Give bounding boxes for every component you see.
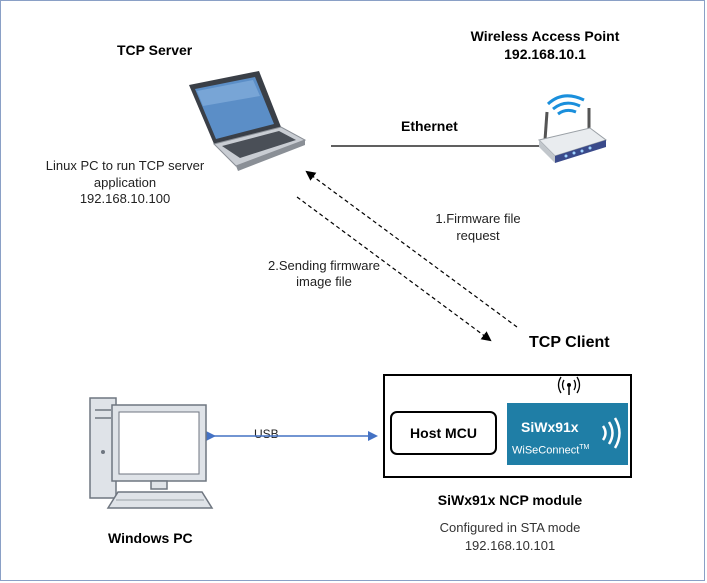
step2-arrow bbox=[296, 196, 492, 342]
host-mcu-label: Host MCU bbox=[410, 425, 477, 441]
siwx91x-chip: SiWx91x WiSeConnectTM bbox=[507, 403, 628, 465]
step1-arrow bbox=[305, 170, 518, 328]
module-title: SiWx91x NCP module bbox=[437, 492, 583, 508]
chip-name: SiWx91x bbox=[521, 419, 579, 435]
chip-wifi-waves-icon bbox=[601, 417, 621, 449]
laptop-icon bbox=[189, 71, 307, 171]
chip-sub-label: WiSeConnectTM bbox=[512, 444, 590, 457]
antenna-signal-icon bbox=[557, 376, 581, 395]
tcp-server-title: TCP Server bbox=[117, 42, 193, 58]
step2-label-line1: 2.Sending firmware bbox=[268, 258, 380, 273]
step1-label-line2: request bbox=[456, 228, 500, 243]
desktop-pc-icon bbox=[89, 397, 214, 509]
tcp-client-title: TCP Client bbox=[529, 334, 610, 351]
access-point-title: Wireless Access Point bbox=[470, 28, 620, 44]
tcp-server-desc-line1: Linux PC to run TCP server bbox=[45, 158, 205, 173]
ethernet-label: Ethernet bbox=[401, 118, 458, 134]
module-ip: 192.168.10.101 bbox=[464, 538, 556, 553]
host-mcu-box: Host MCU bbox=[390, 411, 497, 455]
step2-label-line2: image file bbox=[296, 274, 352, 289]
tcp-server-ip: 192.168.10.100 bbox=[79, 191, 171, 206]
access-point-ip: 192.168.10.1 bbox=[504, 46, 586, 62]
tcp-server-desc-line2: application bbox=[93, 175, 157, 190]
module-desc: Configured in STA mode bbox=[439, 520, 581, 535]
windows-pc-title: Windows PC bbox=[108, 530, 193, 546]
router-icon bbox=[538, 94, 608, 163]
step1-label-line1: 1.Firmware file bbox=[435, 211, 521, 226]
